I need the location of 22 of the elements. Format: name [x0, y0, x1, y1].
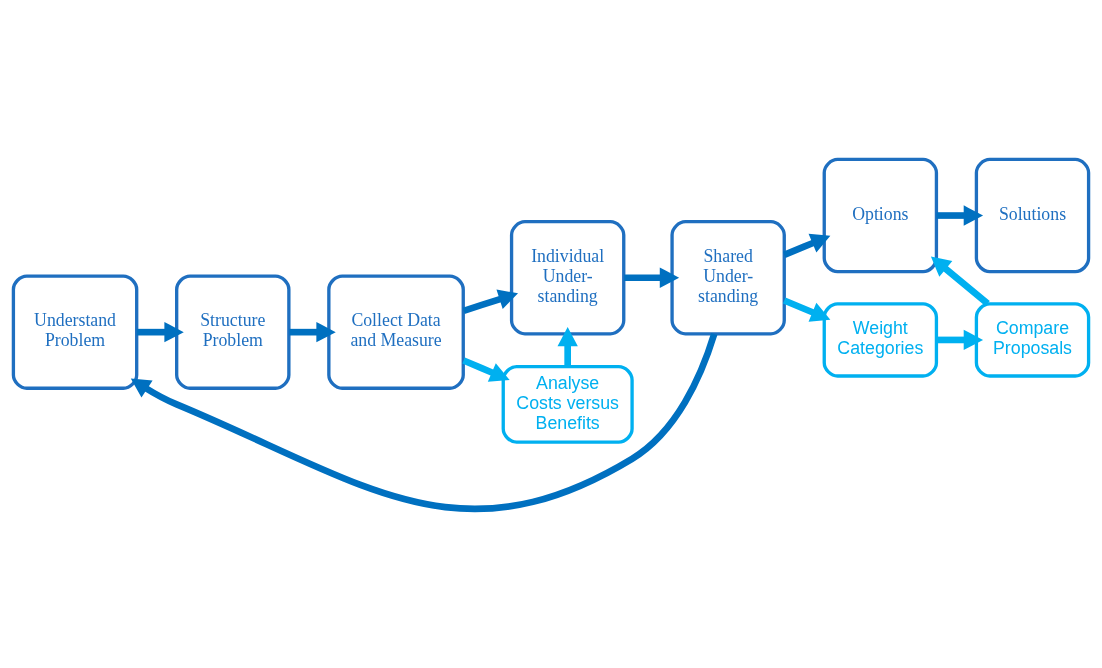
- arrow: [289, 321, 336, 342]
- arrow: [130, 332, 718, 512]
- node-box: Understand Problem: [11, 273, 139, 390]
- node-box: Options: [822, 157, 939, 273]
- arrow: [624, 267, 680, 288]
- arrow: [462, 356, 510, 382]
- arrow: [782, 233, 831, 258]
- node-box: Individual Under- standing: [509, 219, 626, 335]
- node-box: Collect Data and Measure: [327, 273, 465, 390]
- node-box: Compare Proposals: [974, 301, 1091, 378]
- arrow: [782, 296, 831, 322]
- arrow: [936, 204, 984, 226]
- arrow: [462, 289, 519, 314]
- arrow: [930, 256, 990, 306]
- node-box: Structure Problem: [175, 273, 291, 390]
- node-box: Analyse Costs versus Benefits: [501, 364, 634, 444]
- arrow: [557, 326, 578, 366]
- node-box: Shared Under- standing: [670, 219, 786, 335]
- node-box: Solutions: [974, 157, 1091, 273]
- arrow: [936, 329, 984, 350]
- arrow: [136, 321, 184, 342]
- node-box: Weight Categories: [822, 301, 939, 378]
